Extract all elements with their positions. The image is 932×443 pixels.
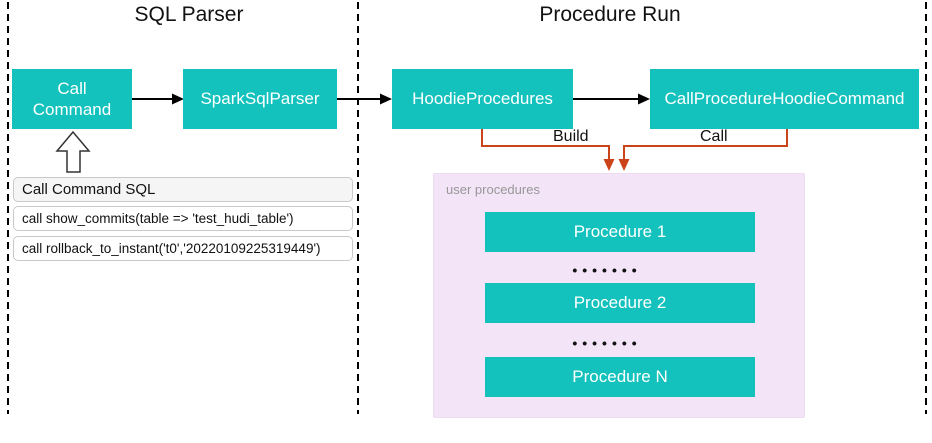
arrow-callcommand-to-sparksqlparser [132,93,184,105]
call-command-line1: Call [57,78,87,98]
call-command-line2: Command [32,100,112,119]
ellipsis-dots: ••••••• [572,335,642,351]
sql-table-row: call show_commits(table => 'test_hudi_ta… [13,206,353,231]
user-procedures-label: user procedures [446,182,540,197]
node-call-command: Call Command [12,69,132,129]
node-hoodieprocedures: HoodieProcedures [392,69,573,129]
hollow-up-arrow [55,130,91,173]
node-procedure-1: Procedure 1 [485,212,755,252]
sql-table-row: call rollback_to_instant('t0','202201092… [13,236,353,261]
call-connector [618,129,788,171]
node-callprocedurehoodiecommand: CallProcedureHoodieCommand [650,69,919,129]
node-procedure-n: Procedure N [485,357,755,397]
node-procedure-2: Procedure 2 [485,283,755,323]
edge-label-build: Build [553,128,589,145]
section-title-sql-parser: SQL Parser [134,3,244,26]
edge-label-call: Call [700,128,728,145]
build-connector [481,129,615,171]
arrow-hoodieprocedures-to-callprocedurehoodiecommand [573,93,650,105]
section-title-procedure-run: Procedure Run [539,3,681,26]
node-sparksqlparser: SparkSqlParser [183,69,337,129]
ellipsis-dots: ••••••• [572,262,642,278]
arrow-sparksqlparser-to-hoodieprocedures [337,93,392,105]
sql-table-header: Call Command SQL [13,177,353,202]
